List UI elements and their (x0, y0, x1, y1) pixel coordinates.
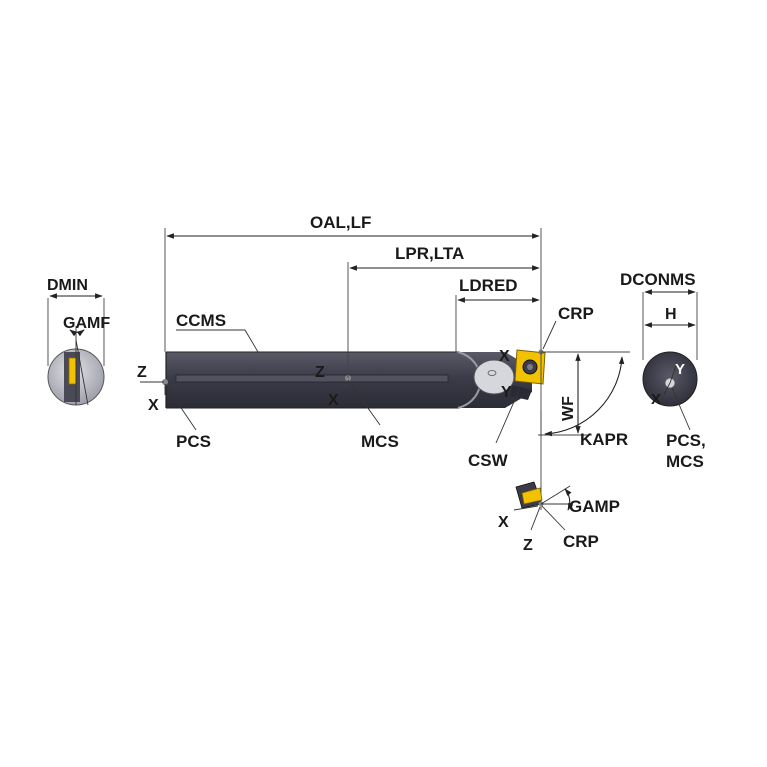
bottom-z-axis-label: Z (523, 537, 533, 554)
crp-bottom-label: CRP (563, 532, 599, 551)
crp-bottom-leader (541, 505, 566, 531)
csw-leader (495, 387, 521, 444)
h-label: H (665, 306, 677, 323)
left-end-view (47, 293, 105, 406)
pcs-x-axis-label: X (148, 397, 159, 414)
end-x-axis-label: X (651, 391, 661, 408)
lpr-lta-label: LPR,LTA (395, 244, 464, 263)
dconms-label: DCONMS (620, 270, 696, 289)
boring-bar-side-view (162, 349, 546, 409)
crp-top-leader (542, 320, 557, 350)
pcs-mcs-label-line1: PCS, (666, 431, 706, 450)
end-y-axis-label: Y (675, 361, 685, 378)
head-recess (473, 359, 515, 395)
kapr-angle-arc (544, 356, 625, 437)
ccms-label: CCMS (176, 311, 226, 330)
ccms-leader (176, 329, 259, 353)
ldred-label: LDRED (459, 276, 518, 295)
left-end-insert (68, 357, 77, 385)
pcs-mcs-label-line2: MCS (666, 452, 704, 471)
crp-y-axis-label: Y (501, 384, 512, 401)
oal-lf-label: OAL,LF (310, 213, 371, 232)
mcs-leader (347, 379, 381, 426)
detail-insert (521, 487, 543, 505)
mcs-z-axis-label: Z (315, 364, 325, 381)
crp-x-axis-label: X (499, 348, 510, 365)
gamp-angle-arc (564, 488, 574, 511)
crp-top-label: CRP (558, 304, 594, 323)
gamf-label: GAMF (63, 315, 110, 332)
pcs-mcs-leader (671, 387, 691, 431)
pcs-z-axis-label: Z (137, 364, 147, 381)
wf-label: WF (560, 396, 577, 421)
mcs-x-axis-label: X (328, 392, 339, 409)
insert-detail-view (515, 481, 544, 509)
pcs-label: PCS (176, 432, 211, 451)
bottom-x-axis-label: X (498, 514, 509, 531)
mcs-label: MCS (361, 432, 399, 451)
gamp-label: GAMP (569, 497, 620, 516)
kapr-label: KAPR (580, 430, 628, 449)
coolant-groove (175, 374, 449, 383)
gamf-angle-arc (69, 329, 85, 337)
right-end-view (642, 289, 698, 431)
pcs-leader (164, 383, 197, 431)
dmin-label: DMIN (47, 277, 88, 294)
csw-label: CSW (468, 451, 509, 470)
